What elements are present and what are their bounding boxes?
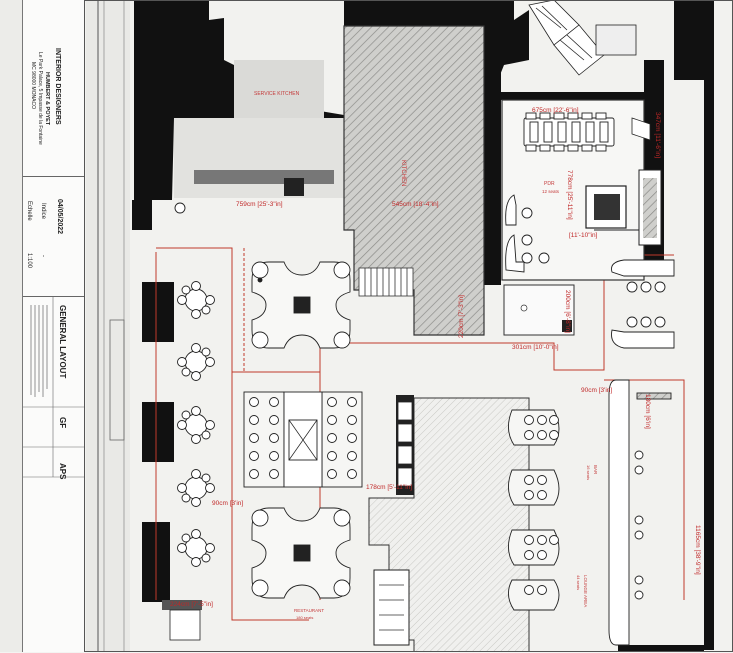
echelle-value: 1:100 [26,253,32,269]
company-name: INTERIOR DESIGNERS [54,48,61,125]
exterior-wall-left [86,0,130,652]
bench-lower [373,569,410,646]
main-staircase [528,0,637,76]
address-line-2: MC 98000 MONACO [30,62,36,109]
pdr-room: PDR 12 seats [501,99,662,281]
lounge-banquettes-upper [611,259,675,349]
service-counter [194,170,334,184]
dim-90-right: 90cm [3'in] [581,387,612,394]
bar-seats: 16 seats [586,465,591,480]
dim-220: 220cm [7'-3"in] [458,295,465,338]
dim-778: 778cm [25'-11"in] [566,170,573,220]
lounge-seats: 44 seats [576,575,581,590]
restaurant-seats: 180 seats [296,615,313,620]
indice-value: - [40,255,46,257]
central-booths [243,391,363,488]
kitchen-label: KITCHEN [400,160,406,186]
dim-178: 178cm [5'-11"in] [366,484,412,491]
dim-759: 759cm [25'-3"in] [236,201,283,208]
title-block: INTERIOR DESIGNERS HUMBERT & POYET Le Pa… [22,0,86,652]
bar-label: BAR [593,465,598,475]
round-table-group-left [177,281,215,567]
dim-330: [11'-10"in] [569,232,598,239]
dim-1165: 1165cm [38'-9"in] [694,525,701,575]
dim-90-left: 90cm [3'in] [212,500,243,507]
stool [174,202,186,214]
pdr-seats: 12 seats [542,189,560,194]
dim-545: 545cm [18'-4"in] [392,201,439,208]
service-room [503,284,575,336]
circulation-lines [155,247,685,621]
dim-200: 200cm [6'-8"in] [564,290,571,333]
kitchen-area [343,25,485,336]
address-line-1: Le Park Palace, 5 Impasse de la Fontaine [37,52,43,145]
dim-675: 675cm [22'-6"in] [532,107,579,114]
service-kitchen-block [234,60,324,118]
service-column [284,178,304,196]
cluster-table-upper [251,261,351,349]
entrance-door [162,600,202,610]
dim-347: 347cm [11'-6"in] [654,112,661,158]
indice-label: Indice [40,203,46,220]
lounge-sofa-right [608,379,672,646]
dim-301: 301cm [10'-0"in] [512,344,559,351]
cluster-table-lower [251,507,351,599]
lounge-label: LOUNGE AREA [583,575,588,607]
bar-seating-groups [508,409,560,611]
floor-plan: SERVICE KITCHEN KITCHEN [84,0,733,652]
dim-224: 224cm [7'-5"in] [170,601,213,608]
echelle-label: Echelle [26,201,32,221]
service-corridor [174,118,344,198]
title-block-info-cell: 04/05/2022 Indice - Echelle 1:100 [23,176,85,297]
title-block-drawing-cell: GENERAL LAYOUT GF APS [23,296,85,653]
dim-180: 180cm [6'in] [644,394,651,429]
drawing-date: 04/05/2022 [56,199,63,235]
kitchen-stair [358,267,414,297]
pdr-label: PDR [544,181,555,187]
restaurant-label: RESTAURANT [294,608,324,613]
service-note: SERVICE KITCHEN [254,91,300,97]
notes-block [23,297,85,478]
bar-stools [397,401,413,487]
title-block-company-cell: INTERIOR DESIGNERS HUMBERT & POYET Le Pa… [23,0,85,176]
client-name: HUMBERT & POYET [44,72,50,126]
